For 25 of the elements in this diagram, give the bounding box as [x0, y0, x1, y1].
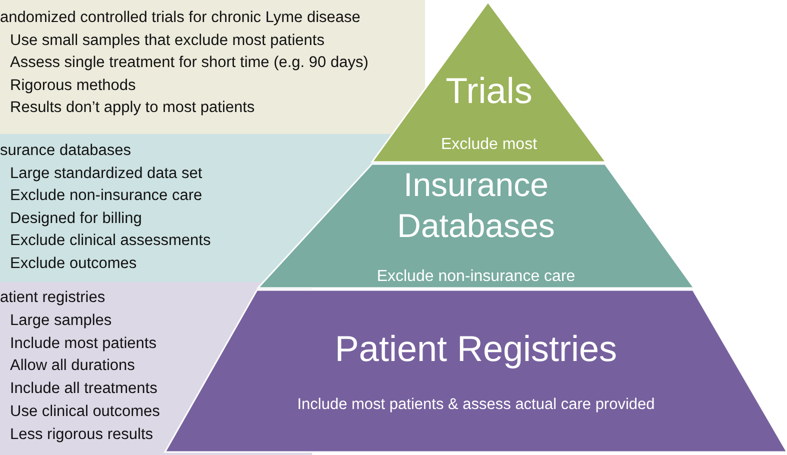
list-item: Results don’t apply to most patients	[10, 99, 255, 118]
level-subtitle: Exclude most	[440, 136, 538, 154]
list-item: Assess single treatment for short time (e.g. 90 days)	[10, 54, 368, 72]
list-item: Large standardized data set	[10, 164, 202, 182]
list-heading: surance databases	[0, 142, 131, 160]
list-heading: atient registries	[0, 289, 106, 307]
level-title: Patient Registries	[334, 328, 618, 370]
list-item: Exclude outcomes	[10, 255, 137, 273]
level-title: Trials	[444, 70, 534, 112]
level-subtitle: Include most patients & assess actual care provided	[296, 396, 656, 414]
text-panel	[0, 0, 425, 134]
list-item: Include most patients	[10, 334, 156, 352]
list-item: Allow all durations	[10, 357, 135, 376]
list-item: Designed for billing	[10, 210, 142, 228]
list-item: Exclude clinical assessments	[10, 232, 211, 250]
level-subtitle: Exclude non-insurance care	[376, 268, 576, 286]
list-heading: andomized controlled trials for chronic Lyme disease	[0, 9, 360, 27]
level-title: Insurance Databases	[396, 165, 556, 246]
list-item: Include all treatments	[10, 380, 158, 398]
list-item: Large samples	[10, 312, 112, 330]
list-item: Rigorous methods	[10, 76, 136, 95]
list-item: Use small samples that exclude most patients	[10, 32, 324, 50]
list-item: Exclude non-insurance care	[10, 187, 202, 205]
list-item: Less rigorous results	[10, 426, 154, 444]
list-item: Use clinical outcomes	[10, 403, 160, 421]
